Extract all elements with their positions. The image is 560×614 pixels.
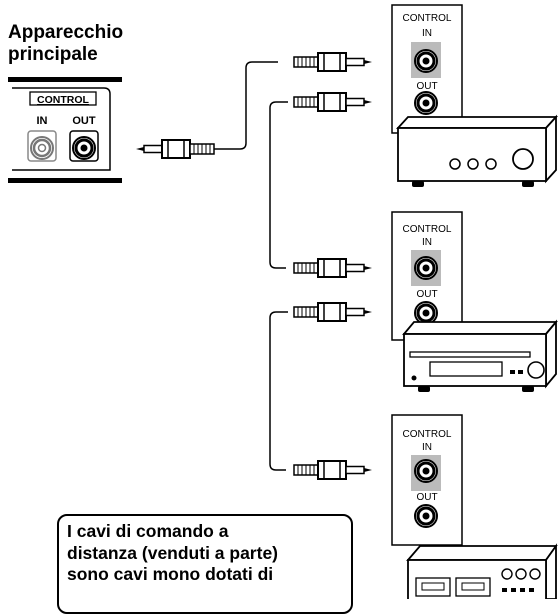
note-box: I cavi di comando a distanza (venduti a … (57, 514, 353, 614)
main-control-label: CONTROL (37, 94, 89, 106)
plug-amp-in (293, 52, 373, 72)
cd-jog-dial (527, 361, 545, 379)
cd-in-label: IN (422, 237, 432, 248)
cable-main-to-amp (214, 61, 278, 150)
control-label-box (29, 91, 97, 106)
cd-control-label: CONTROL (403, 224, 452, 235)
main-in-label: IN (37, 115, 48, 127)
cassette-in-label: IN (422, 442, 432, 453)
plug-cassette-in (293, 460, 373, 480)
cassette-button-1 (502, 588, 507, 592)
cassette-in-jack (413, 458, 439, 484)
cassette-button-4 (529, 588, 534, 592)
cd-player-side (545, 319, 557, 389)
cassette-window-1 (421, 582, 445, 591)
amp-knob-3 (485, 158, 497, 170)
amp-knob-2 (467, 158, 479, 170)
cassette-deck-top (406, 545, 558, 561)
cassette-knob-2 (515, 568, 527, 580)
cd-foot-left (418, 386, 430, 392)
amp-knob-1 (449, 158, 461, 170)
amp-out-label: OUT (416, 81, 437, 92)
main-unit: CONTROL IN OUT (8, 77, 122, 183)
main-out-jack (71, 135, 97, 161)
main-out-label: OUT (72, 115, 96, 127)
main-unit-top-bar (8, 77, 122, 82)
main-unit-title: Apparecchio principale (8, 22, 123, 66)
cd-power-button (411, 375, 417, 381)
plug-cd-out (293, 302, 373, 322)
cd-out-label: OUT (416, 289, 437, 300)
amp-foot-left (412, 181, 424, 187)
cd-disc-tray (409, 351, 531, 358)
cassette-button-2 (511, 588, 516, 592)
cd-in-jack (413, 255, 439, 281)
main-unit-title-line2: principale (8, 44, 98, 65)
amp-foot-right (522, 181, 534, 187)
cassette-knob-1 (501, 568, 513, 580)
main-unit-title-line1: Apparecchio (8, 22, 124, 43)
cassette-window-2 (461, 582, 485, 591)
cassette-out-label: OUT (416, 492, 437, 503)
cd-button-2 (518, 370, 523, 374)
cd-display (429, 361, 503, 377)
cable-cd-to-cassette (269, 311, 288, 471)
main-unit-panel (12, 87, 111, 171)
connection-diagram: CONTROL IN OUT CONTROL IN OUT (8, 4, 559, 599)
amp-volume-knob (512, 148, 534, 170)
cassette-control-label: CONTROL (403, 429, 452, 440)
cassette-button-3 (520, 588, 525, 592)
amp-in-jack (413, 48, 439, 74)
amp-in-label: IN (422, 28, 432, 39)
cd-out-jack (413, 300, 439, 326)
cd-player-front (403, 333, 547, 387)
cassette-knob-3 (529, 568, 541, 580)
cd-foot-right (522, 386, 534, 392)
plug-main-out (135, 139, 215, 159)
main-unit-bottom-bar (8, 178, 122, 183)
note-line-1: I cavi di comando a (67, 521, 229, 541)
plug-amp-out (293, 92, 373, 112)
plug-cd-in (293, 258, 373, 278)
cable-amp-to-cd (269, 101, 288, 269)
amplifier-side (545, 114, 557, 184)
amp-out-jack (413, 90, 439, 116)
cd-player-top (402, 321, 558, 335)
component-cd-player: CONTROL IN OUT (391, 211, 558, 392)
cd-button-1 (510, 370, 515, 374)
component-amplifier: CONTROL IN OUT (391, 4, 559, 187)
component-cassette-deck: CONTROL IN OUT (391, 414, 558, 599)
amplifier-top (395, 116, 559, 129)
cassette-out-jack (413, 503, 439, 529)
note-line-3: sono cavi mono dotati di (67, 564, 274, 584)
cables (214, 61, 288, 471)
amp-control-label: CONTROL (403, 13, 452, 24)
main-in-jack (29, 135, 55, 161)
note-line-2: distanza (venduti a parte) (67, 542, 279, 563)
